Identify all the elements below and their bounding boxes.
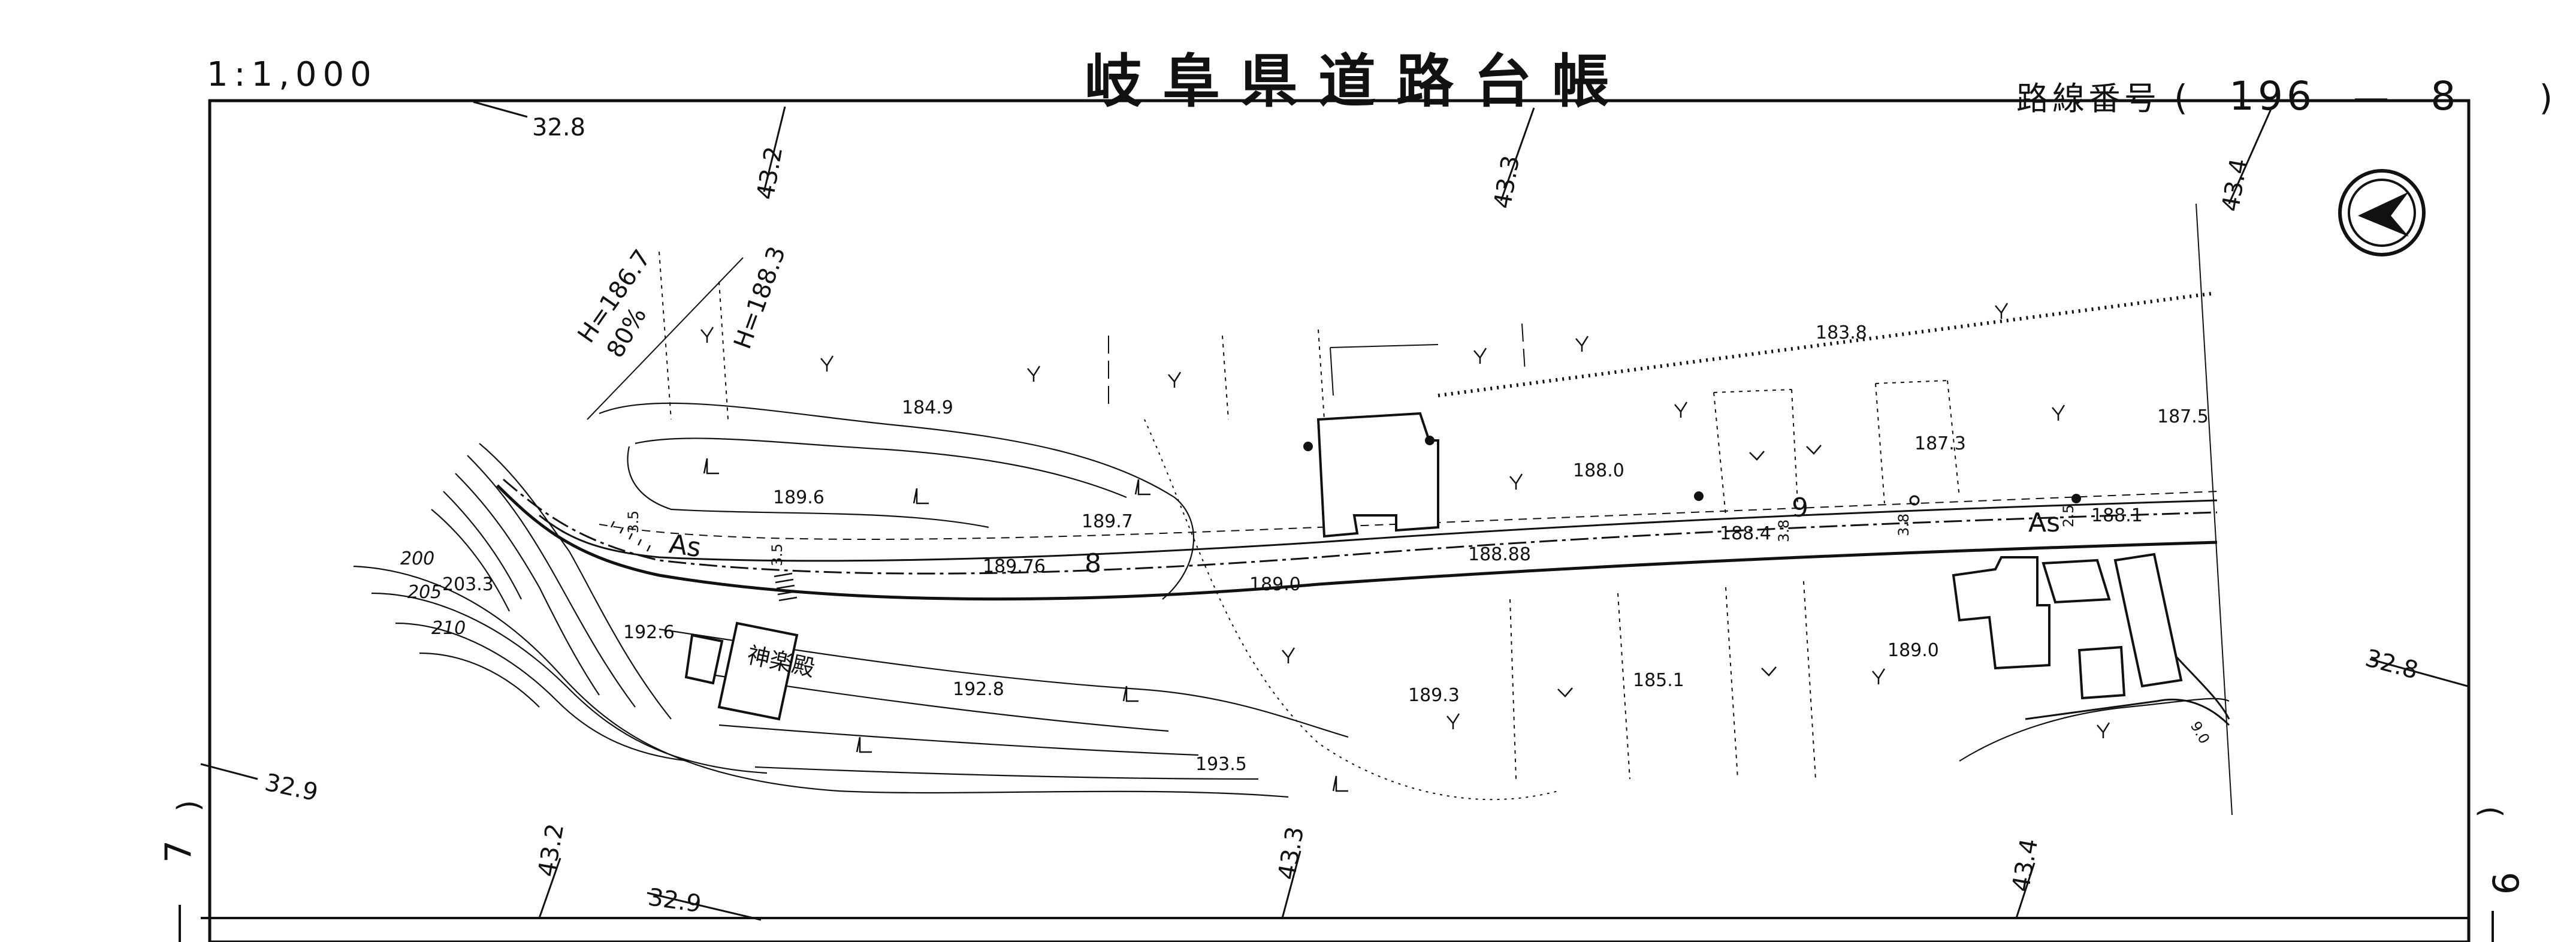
road-route-196: [496, 478, 2218, 601]
building: [1952, 556, 2050, 670]
contour-label: 210: [431, 618, 466, 639]
road-steps: [610, 521, 798, 602]
elevation: 189.0: [1888, 640, 1939, 661]
coord-label: 32.9: [262, 769, 321, 807]
coord-label: 43.3: [1489, 153, 1526, 211]
width-label: 3.5: [769, 544, 786, 566]
width-label: 3.8: [1775, 520, 1792, 542]
elevation: 203.3: [442, 574, 494, 595]
route-close-paren: ): [2539, 77, 2557, 118]
coord-label: 43.2: [533, 822, 570, 879]
width-label: 9.0: [2187, 718, 2213, 747]
elevation: 187.3: [1914, 433, 1966, 454]
survey-points: [1303, 436, 2081, 506]
height-label: H=188.3: [729, 243, 791, 352]
elevation: 189.6: [773, 487, 825, 508]
coord-label: 43.2: [752, 144, 789, 202]
svg-text:(: (: [173, 800, 207, 812]
station-number: 9: [1792, 493, 1808, 523]
scale-label: 1:1,000: [207, 55, 378, 94]
elevation: 188.4: [1720, 523, 1771, 544]
elevation: 189.76: [983, 556, 1046, 577]
pavement-label: As: [2028, 508, 2060, 538]
elevation: 188.0: [1573, 460, 1624, 481]
route-dash: —: [2353, 77, 2393, 119]
elevation: 184.9: [902, 397, 953, 418]
north-arrow-icon: [2338, 169, 2426, 256]
elevation: 187.5: [2157, 406, 2209, 427]
elevation: 193.5: [1195, 754, 1247, 775]
grid-ticks: [200, 101, 2468, 921]
elevation: 188.88: [1468, 544, 1531, 565]
elevation: 192.8: [953, 679, 1004, 700]
map-frame: [208, 99, 2471, 942]
building: [2042, 558, 2111, 604]
building: [1316, 412, 1439, 538]
elevation: 183.8: [1816, 322, 1867, 343]
building: [2077, 645, 2126, 700]
building: [2113, 552, 2183, 688]
coord-label: 43.4: [2217, 156, 2254, 214]
buildings: [684, 412, 2183, 721]
contour-label: 205: [407, 582, 442, 603]
right-sheet-number: 9: [2484, 872, 2526, 895]
vegetation-symbols: [700, 303, 2110, 792]
left-sheet-number: 7: [158, 840, 200, 863]
station-number: 8: [1085, 548, 1101, 579]
route-open-paren: (: [2174, 77, 2191, 118]
elevation: 192.6: [623, 622, 675, 643]
elevation: 189.3: [1408, 685, 1460, 706]
svg-text:(: (: [2474, 806, 2508, 818]
property-lines: [587, 203, 2233, 816]
coord-label: 32.8: [2362, 644, 2421, 684]
elevation: 189.7: [1082, 511, 1133, 532]
left-sheet-mark: ( 7: [158, 800, 207, 942]
contour-label: 200: [400, 548, 434, 569]
route-sub-number: 8: [2430, 73, 2460, 119]
width-label: 3.8: [1895, 514, 1912, 536]
pavement-label: As: [667, 529, 703, 563]
coord-label: 32.8: [532, 114, 585, 141]
small-building: [684, 633, 724, 685]
elevation: 185.1: [1633, 670, 1684, 691]
width-label: 2.5: [2060, 505, 2077, 527]
coord-label: 43.3: [1273, 825, 1310, 882]
width-label: 3.5: [625, 511, 642, 533]
page-title: 岐阜県道路台帳: [1085, 47, 1630, 115]
coord-label: 32.9: [647, 883, 703, 918]
elevation: 189.0: [1249, 574, 1301, 595]
coord-label: 43.4: [2007, 837, 2044, 894]
shrine-building: [717, 621, 799, 721]
route-label-text: 路線番号: [2016, 80, 2160, 117]
contour-lines: [353, 402, 2230, 798]
right-sheet-mark: ( 9: [2474, 806, 2526, 942]
elevation: 188.1: [2091, 505, 2143, 526]
